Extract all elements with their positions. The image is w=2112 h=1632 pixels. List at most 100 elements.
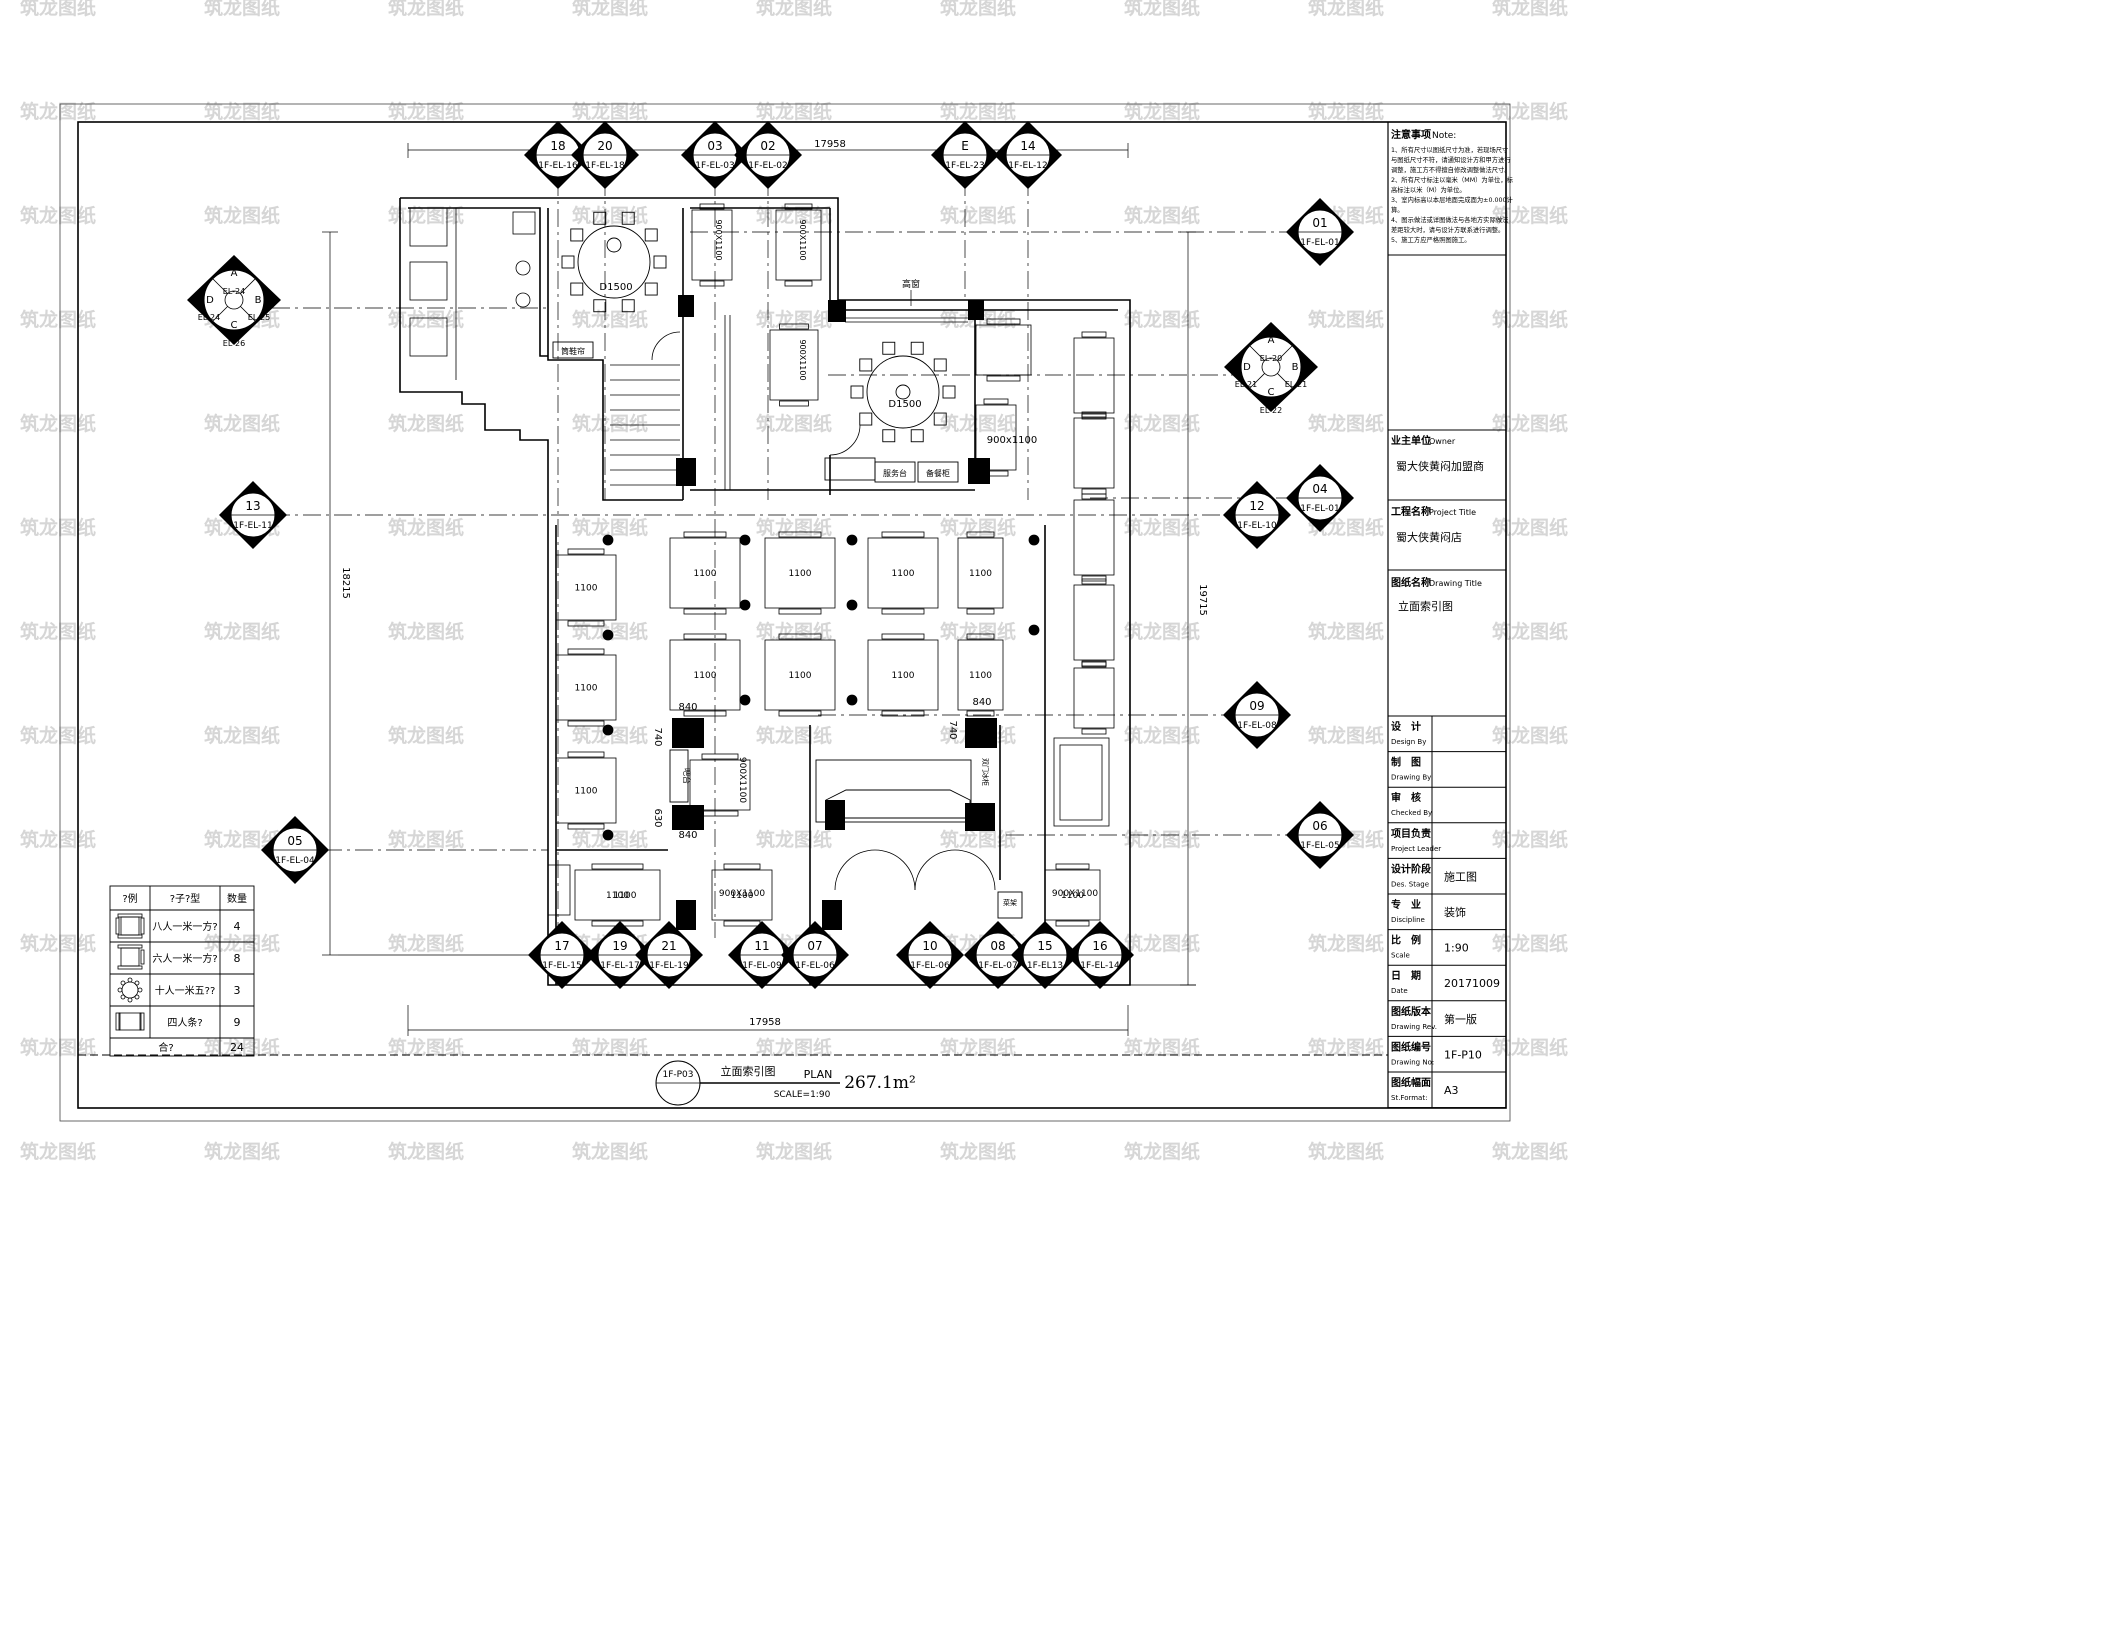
watermark-text: 筑龙图纸 (20, 1140, 96, 1163)
watermark-text: 筑龙图纸 (388, 204, 464, 227)
table-size-label: 1100 (892, 671, 915, 681)
bench (1081, 488, 1107, 495)
title-row-label-en: Date (1391, 987, 1408, 995)
quad-left-code-b: EL-25 (248, 313, 270, 322)
watermark-text: 筑龙图纸 (388, 1140, 464, 1163)
bench (701, 810, 739, 817)
marker-number: 05 (287, 834, 302, 848)
title-row-label-en: Drawing No: (1391, 1058, 1434, 1066)
dining-table (957, 537, 1004, 609)
bench (683, 608, 727, 615)
bench (1081, 728, 1107, 735)
chair (644, 228, 658, 242)
dining-table (1073, 499, 1115, 576)
watermark-text: 筑龙图纸 (204, 724, 280, 747)
chair (882, 341, 896, 355)
watermark-text: 筑龙图纸 (388, 932, 464, 955)
watermark-text: 筑龙图纸 (20, 204, 96, 227)
watermark-text: 筑龙图纸 (20, 1036, 96, 1059)
service-label-b: 备餐柜 (926, 468, 950, 478)
note-line: 与图纸尺寸不符，请通知设计方和甲方进行 (1391, 155, 1511, 164)
table-size-label: 1100 (575, 684, 598, 694)
table-size-label: 1100 (575, 584, 598, 594)
legend-row-2-qty: 8 (234, 952, 241, 965)
table-size-label: 1100 (606, 891, 629, 901)
legend-total-name: 合? (158, 1041, 173, 1054)
marker-number: 03 (707, 139, 722, 153)
marker-number: 10 (922, 939, 937, 953)
title-row-label-en: Project Leader (1391, 845, 1441, 853)
marker-code: 1F-EL-16 (538, 161, 578, 171)
dining-table (764, 639, 836, 711)
title-row-label: 设计阶段 (1391, 862, 1431, 875)
title-row-label: 比 例 (1391, 934, 1421, 947)
reference-scale: SCALE=1:90 (774, 1090, 831, 1100)
marker-code: 1F-EL-03 (695, 161, 734, 171)
legend-row-2-name: 六人一米一方? (152, 952, 217, 965)
dining-table (669, 639, 741, 711)
watermark-text: 筑龙图纸 (756, 828, 832, 851)
dining-table (689, 759, 751, 811)
round-table-a-label: D1500 (599, 282, 632, 293)
watermark-text: 筑龙图纸 (1308, 412, 1384, 435)
caijia-label: 菜架 (1003, 898, 1017, 907)
marker-number: 21 (661, 939, 676, 953)
service-label-a: 服务台 (883, 468, 907, 478)
note-line: 1、所有尺寸以图纸尺寸为准，若现场尺寸 (1391, 145, 1508, 154)
watermark-text: 筑龙图纸 (20, 0, 96, 19)
table-size-label: 1100 (789, 671, 812, 681)
marker-number: 02 (760, 139, 775, 153)
marker-code: 1F-EL13 (1027, 961, 1063, 971)
pillar-dot (846, 694, 858, 706)
watermark-text: 筑龙图纸 (572, 1140, 648, 1163)
quad-left-b: B (255, 295, 262, 306)
dining-table (775, 209, 822, 281)
marker-code: 1F-EL-15 (542, 961, 581, 971)
watermark-text: 筑龙图纸 (940, 516, 1016, 539)
dim-630: 630 (652, 808, 663, 827)
watermark-text: 筑龙图纸 (1492, 516, 1568, 539)
watermark-text: 筑龙图纸 (388, 828, 464, 851)
reference-number: 1F-P03 (662, 1070, 693, 1080)
dining-table (555, 757, 617, 824)
owner-label: 业主单位 (1391, 434, 1431, 447)
title-row-value: 第一版 (1444, 1012, 1477, 1026)
bench (1081, 331, 1107, 338)
marker-code: 1F-EL-23 (945, 161, 984, 171)
title-row-label-en: Drawing By (1391, 774, 1431, 782)
watermark-text: 筑龙图纸 (1308, 0, 1384, 19)
dining-table (1073, 667, 1115, 729)
quad-right-c: C (1268, 387, 1275, 398)
legend-row-4-name: 四人条? (167, 1016, 202, 1029)
legend-header-example: ?例 (122, 892, 137, 905)
bench (881, 608, 925, 615)
marker-code: 1F-EL-06 (795, 961, 835, 971)
round-ten-icon (117, 977, 143, 1003)
bench (567, 620, 605, 627)
marker-code: 1F-EL-17 (600, 961, 639, 971)
chair (933, 358, 947, 372)
dim-740-a: 740 (652, 727, 663, 746)
watermark-text: 筑龙图纸 (204, 0, 280, 19)
marker-code: 1F-EL-02 (748, 161, 787, 171)
watermark-text: 筑龙图纸 (756, 516, 832, 539)
table-size-label: 1100 (731, 891, 754, 901)
quad-left-d: D (206, 295, 214, 306)
chair (570, 282, 584, 296)
chair (621, 211, 635, 225)
marker-code: 1F-EL-01 (1300, 238, 1339, 248)
bench (1081, 493, 1107, 500)
chair (910, 341, 924, 355)
table-label-1100: 1100 (614, 891, 637, 901)
bench (723, 920, 761, 927)
chair (850, 385, 864, 399)
dimension-lines (322, 143, 1196, 1036)
watermark-text: 筑龙图纸 (20, 100, 96, 123)
dim-bottom: 17958 (749, 1017, 781, 1028)
